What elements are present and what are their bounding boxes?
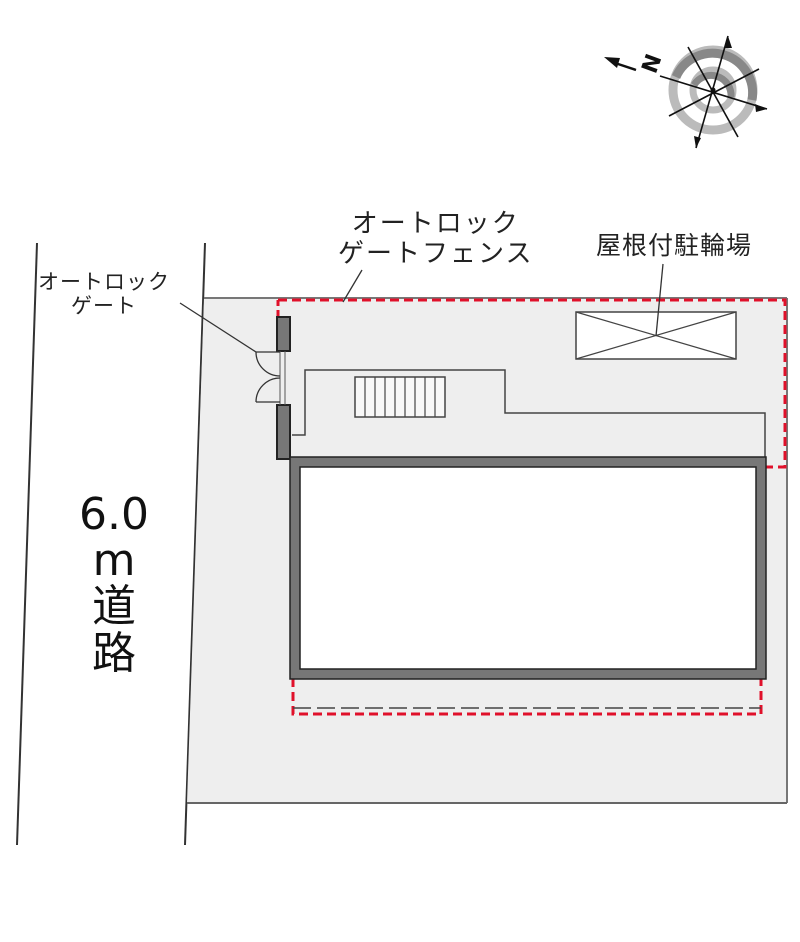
gate-post-upper bbox=[276, 316, 291, 352]
road-edge-right bbox=[184, 242, 206, 846]
leader-gate bbox=[179, 302, 257, 353]
gate-post-lower bbox=[276, 404, 291, 460]
label-autolock-gate-line2: ゲート bbox=[71, 294, 137, 319]
label-autolock-gate-fence: オートロック ゲートフェンス bbox=[338, 209, 534, 270]
road-edge-left bbox=[16, 242, 38, 846]
corridor-outline bbox=[292, 369, 766, 460]
road-width: 6.0 bbox=[79, 489, 149, 540]
label-covered-bicycle-parking: 屋根付駐輪場 bbox=[596, 231, 753, 260]
building bbox=[290, 457, 766, 679]
stairs-icon bbox=[354, 376, 446, 418]
fence-bottom-line bbox=[291, 678, 763, 716]
building-inner-edge bbox=[299, 466, 757, 670]
gate-door-icon[interactable] bbox=[255, 351, 281, 403]
road-char-1: 道 bbox=[92, 581, 136, 633]
label-autolock-gate-fence-line1: オートロック bbox=[351, 209, 520, 239]
autolock-fence-line bbox=[278, 298, 787, 469]
leader-bike bbox=[655, 263, 664, 337]
compass-north-label: N bbox=[638, 51, 668, 77]
label-road: 6.0 m 道 路 bbox=[74, 489, 154, 679]
label-autolock-gate: オートロック ゲート bbox=[38, 270, 170, 318]
leader-fence bbox=[342, 269, 363, 303]
road-unit: m bbox=[92, 535, 136, 587]
road-char-2: 路 bbox=[92, 627, 136, 679]
label-autolock-gate-fence-line2: ゲートフェンス bbox=[338, 238, 534, 269]
label-autolock-gate-line1: オートロック bbox=[38, 270, 170, 294]
building-outer-edge bbox=[289, 456, 767, 680]
compass-icon bbox=[604, 35, 768, 149]
